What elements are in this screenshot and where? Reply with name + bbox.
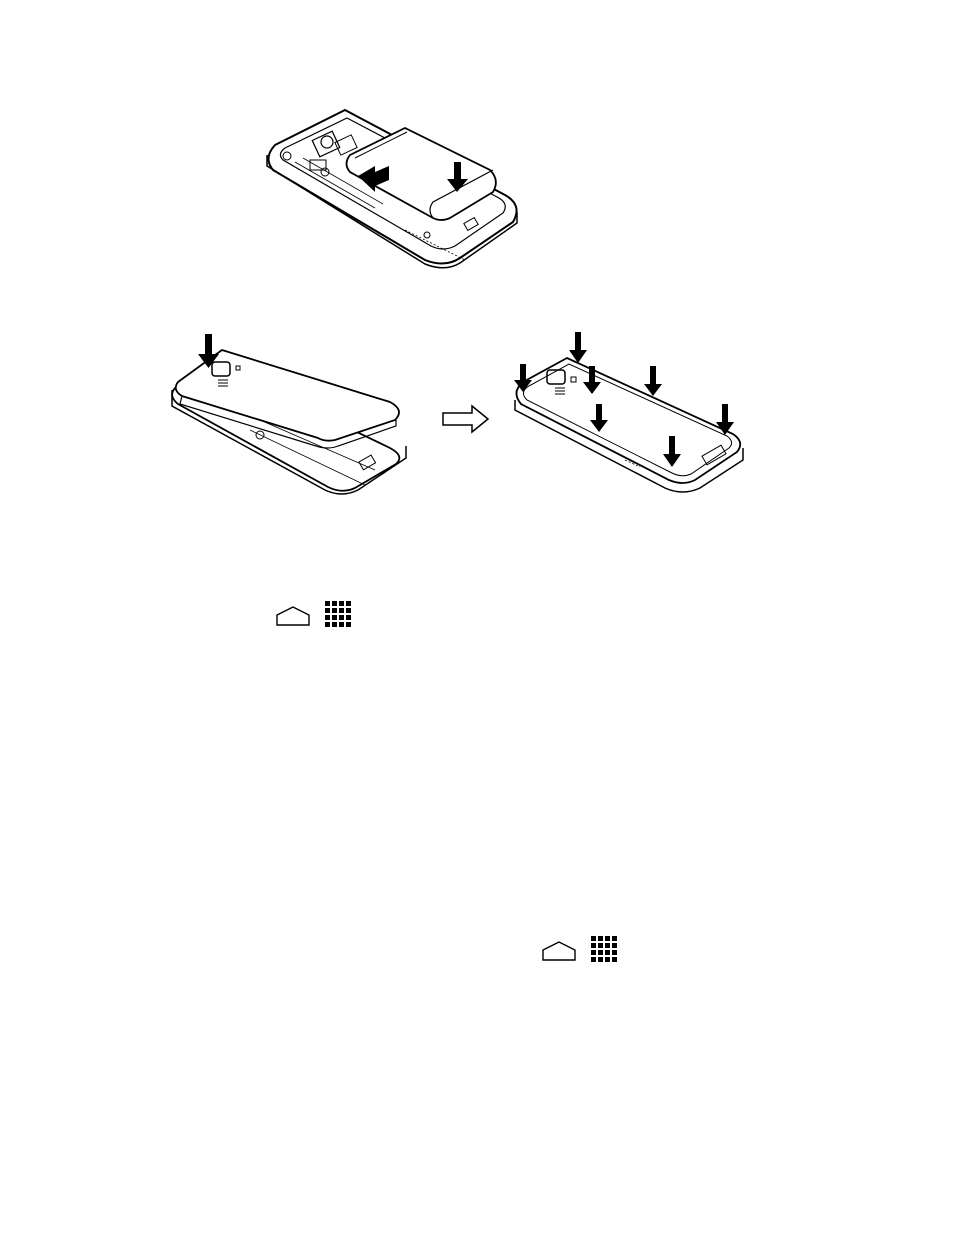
press-arrow-upper-mid	[644, 366, 662, 396]
back-cover-pressing-illustration	[505, 330, 750, 500]
apps-icon	[591, 936, 619, 962]
press-arrow-top	[569, 332, 587, 363]
battery-insertion-illustration	[255, 100, 530, 270]
home-icon	[541, 940, 577, 962]
back-cover-placement-illustration	[160, 330, 415, 498]
home-icon	[275, 605, 311, 627]
apps-icon	[325, 601, 353, 627]
next-step-arrow	[442, 404, 490, 434]
